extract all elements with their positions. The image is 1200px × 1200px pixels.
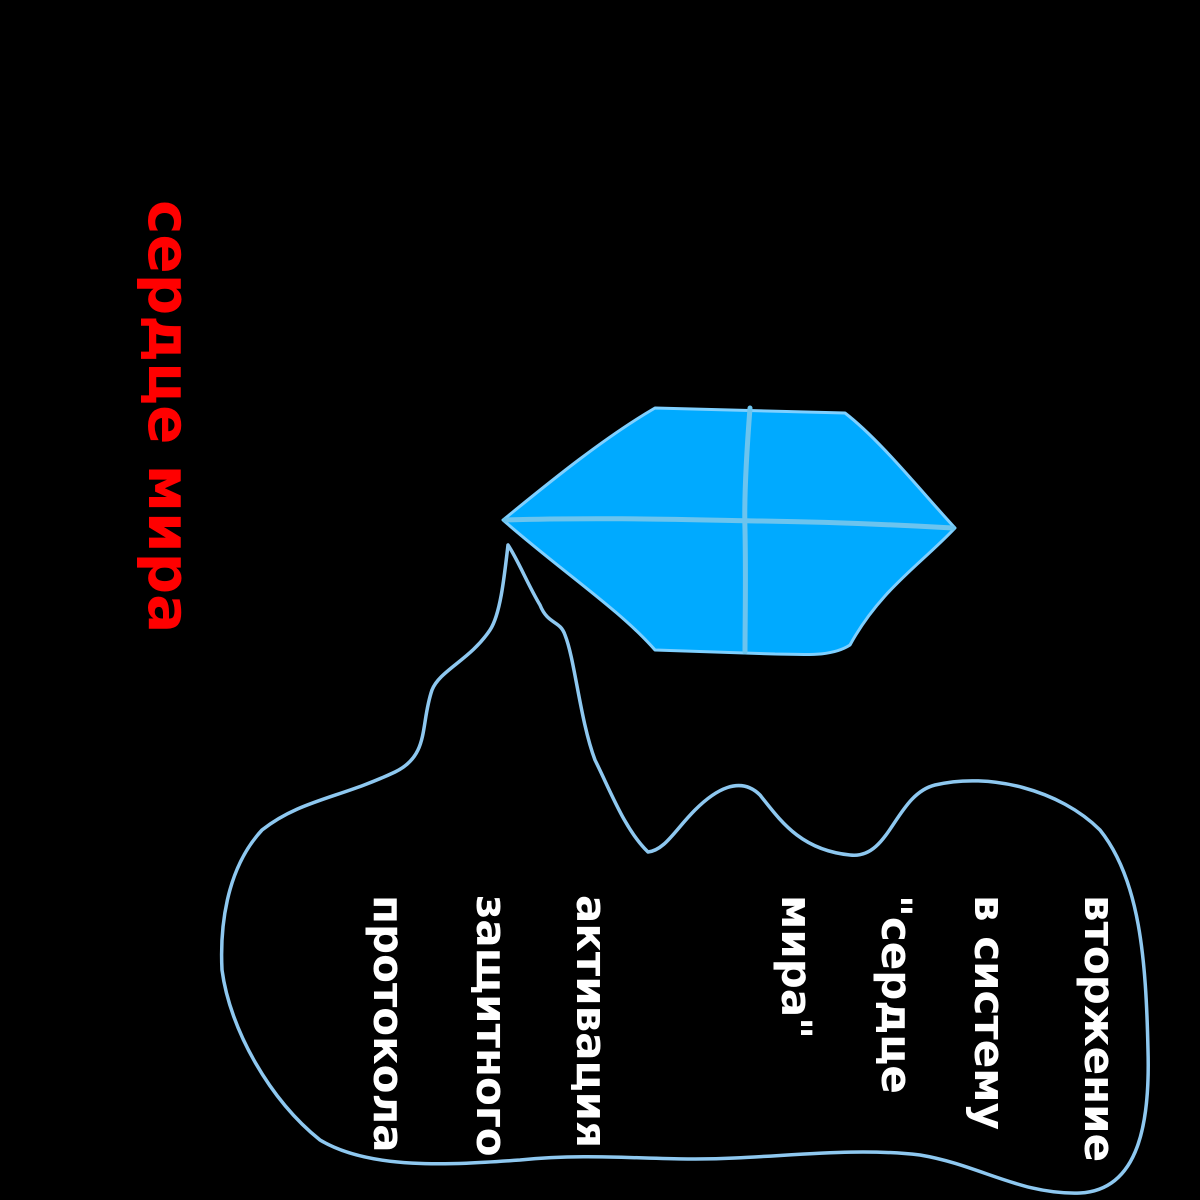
bubble-line-1: вторжение [1075, 895, 1124, 1163]
gem-vertical-line [742, 405, 753, 655]
gem-shape [501, 406, 957, 657]
title: сердце мира [135, 200, 203, 634]
gem-horizontal-line [502, 516, 956, 531]
bubble-line-3: "сердце [872, 895, 921, 1094]
bubble-line-4: мира" [772, 895, 821, 1040]
bubble-line-8: протокола [364, 895, 413, 1153]
bubble-line-7: защитного [467, 895, 516, 1157]
bubble-line-6: активация [567, 895, 616, 1149]
speech-bubble-outline [219, 543, 1150, 1195]
bubble-line-2: в систему [965, 895, 1014, 1130]
